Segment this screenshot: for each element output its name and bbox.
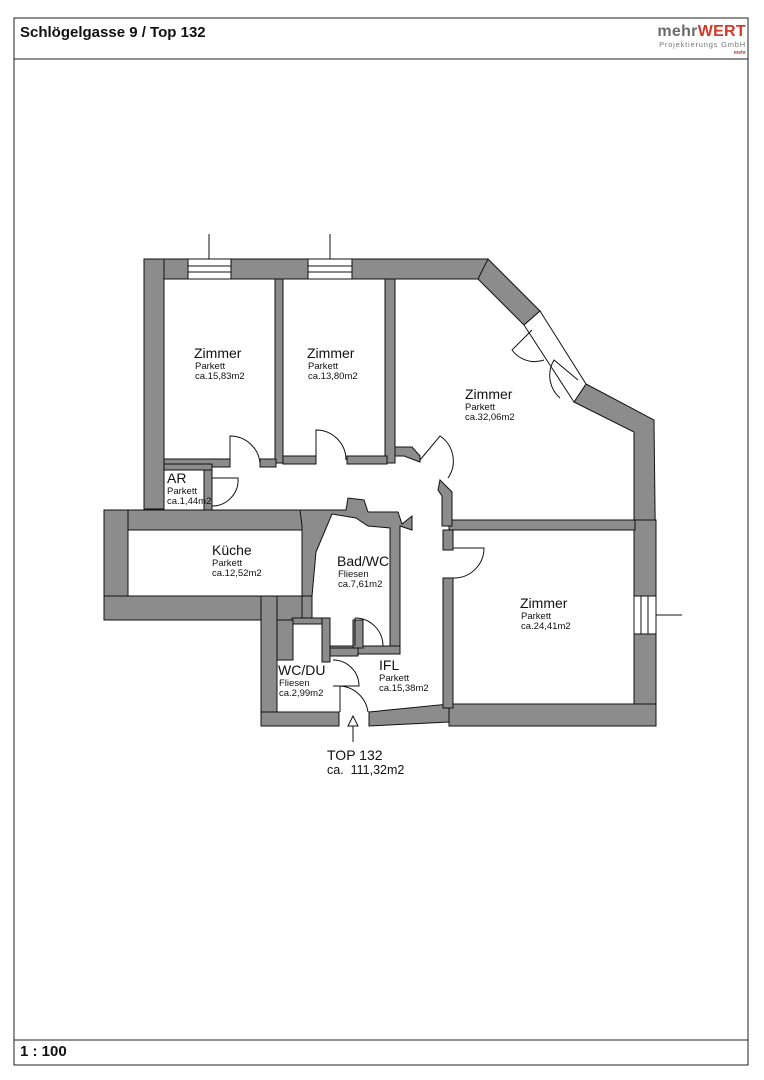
scale-label: 1 : 100 xyxy=(20,1043,67,1060)
room-name: AR xyxy=(167,470,186,486)
room-zimmer-3: Zimmer Parkett ca.32,06m2 xyxy=(465,386,515,423)
door-entry xyxy=(339,685,369,713)
sheet-frame xyxy=(13,17,749,1066)
wall-west-1 xyxy=(143,258,165,510)
room-name: Zimmer xyxy=(465,386,513,402)
room-floor: Parkett xyxy=(195,361,225,372)
room-floor: Parkett xyxy=(212,558,242,569)
wall-ar-north xyxy=(163,463,213,471)
room-floor: Parkett xyxy=(465,402,495,413)
logo-part-1: mehr xyxy=(657,23,698,40)
wall-between-rooms xyxy=(448,519,636,531)
room-name: WC/DU xyxy=(278,662,325,678)
door-bath xyxy=(354,617,384,647)
doors xyxy=(211,329,579,713)
window-ne xyxy=(523,310,587,403)
logo-seal-mark: mehr xyxy=(733,50,746,56)
room-area: ca.15,38m2 xyxy=(379,683,429,694)
windows xyxy=(187,234,682,635)
room-floor: Fliesen xyxy=(279,678,310,689)
wall-bigroom-west xyxy=(394,446,421,463)
room-name: Zimmer xyxy=(520,595,568,611)
room-zimmer-4: Zimmer Parkett ca.24,41m2 xyxy=(520,595,571,632)
room-name: Küche xyxy=(212,542,252,558)
wall-east-room-west xyxy=(442,529,454,551)
wall-bed-south-3 xyxy=(282,455,317,465)
room-floor: Parkett xyxy=(167,486,197,497)
unit-name: TOP 132 xyxy=(327,747,383,763)
company-logo: mehrWERT Projektierungs GmbH mehr xyxy=(657,24,746,57)
room-name: IFL xyxy=(379,657,399,673)
room-floor: Parkett xyxy=(379,673,409,684)
wall-sw-west xyxy=(260,595,278,727)
room-area: ca.24,41m2 xyxy=(521,621,571,632)
room-area: ca.15,83m2 xyxy=(195,371,245,382)
room-name: Zimmer xyxy=(307,345,355,361)
wall-wc-south xyxy=(329,647,359,657)
room-area: ca.32,06m2 xyxy=(465,412,515,423)
wall-east-1 xyxy=(633,519,657,597)
room-area: ca.12,52m2 xyxy=(212,568,262,579)
wall-bed-south-2 xyxy=(259,458,277,468)
wall-bed-south-4 xyxy=(346,455,388,465)
unit-area: ca. 111,32m2 xyxy=(327,763,404,777)
wall-bigroom-sw xyxy=(437,478,453,527)
room-labels: Zimmer Parkett ca.15,83m2 Zimmer Parkett… xyxy=(167,345,571,777)
floor-plan xyxy=(103,234,682,742)
page-title: Schlögelgasse 9 / Top 132 xyxy=(20,24,206,41)
room-area: ca.2,99m2 xyxy=(279,688,323,699)
door-bigroom xyxy=(419,435,454,479)
unit-summary: TOP 132 ca. 111,32m2 xyxy=(327,747,404,777)
door-ne-1 xyxy=(511,329,545,363)
room-wc-du: WC/DU Fliesen ca.2,99m2 xyxy=(278,662,325,699)
room-name: Zimmer xyxy=(194,345,242,361)
door-ne-2 xyxy=(549,359,579,399)
wall-sw-south xyxy=(260,711,340,727)
door-eastroom xyxy=(452,547,485,579)
door-wc xyxy=(332,659,360,687)
wall-east-room-west-2 xyxy=(442,577,454,709)
wall-wc-stub xyxy=(352,619,364,649)
window-bed2 xyxy=(307,258,353,280)
entry-arrow xyxy=(347,714,359,742)
window-east xyxy=(633,595,657,635)
room-floor: Parkett xyxy=(521,611,551,622)
wall-bed2-east xyxy=(384,278,396,464)
door-bed1 xyxy=(229,435,261,464)
wall-entry-south xyxy=(368,703,450,727)
room-ifl: IFL Parkett ca.15,38m2 xyxy=(379,657,429,694)
logo-subtitle: Projektierungs GmbH xyxy=(659,40,746,49)
room-floor: Parkett xyxy=(308,361,338,372)
wall-wc-west xyxy=(276,619,294,661)
wall-wc-east xyxy=(321,617,331,663)
logo-wordmark: mehrWERT xyxy=(657,24,746,40)
wall-bed1-east xyxy=(274,278,284,464)
room-zimmer-2: Zimmer Parkett ca.13,80m2 xyxy=(307,345,358,382)
room-area: ca.7,61m2 xyxy=(338,579,382,590)
room-area: ca.13,80m2 xyxy=(308,371,358,382)
wall-ne-diagonal xyxy=(477,258,541,326)
room-area: ca.1,44m2 xyxy=(167,496,211,507)
wall-north-3 xyxy=(351,258,489,280)
wall-south-east xyxy=(448,703,657,727)
wall-kitchen-north xyxy=(103,509,305,531)
room-ar: AR Parkett ca.1,44m2 xyxy=(167,470,211,507)
wall-north-2 xyxy=(230,258,309,280)
interior-walls xyxy=(163,278,453,663)
room-name: Bad/WC xyxy=(337,553,389,569)
room-zimmer-1: Zimmer Parkett ca.15,83m2 xyxy=(194,345,245,382)
logo-part-2: WERT xyxy=(697,23,746,40)
room-floor: Fliesen xyxy=(338,569,369,580)
wall-bath-west-lower xyxy=(301,595,313,619)
door-bed2 xyxy=(315,429,347,461)
door-ar xyxy=(211,477,239,507)
room-bad-wc: Bad/WC Fliesen ca.7,61m2 xyxy=(337,553,389,590)
window-bed1 xyxy=(187,258,232,280)
room-kueche: Küche Parkett ca.12,52m2 xyxy=(212,542,262,579)
